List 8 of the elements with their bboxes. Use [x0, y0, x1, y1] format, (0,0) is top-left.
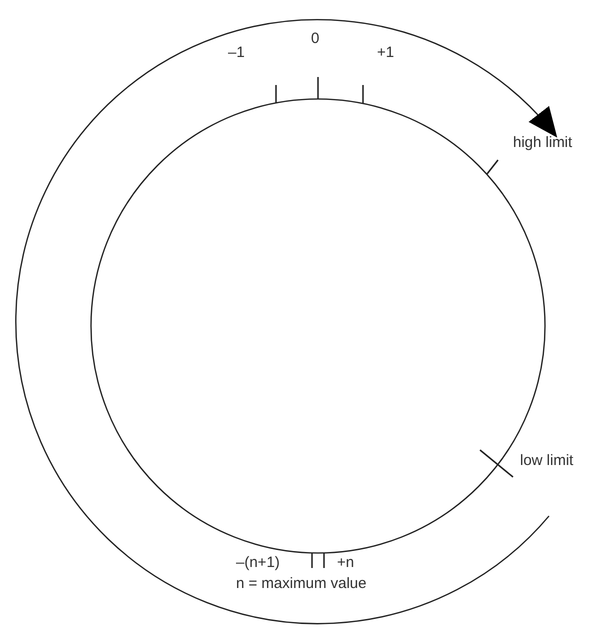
tick-label: –(n+1) [236, 554, 280, 572]
note-text: n = maximum value [236, 575, 366, 593]
tick-label: +n [337, 554, 354, 572]
limit-label: high limit [513, 134, 572, 152]
tick-label: +1 [377, 44, 394, 62]
tick-label: –1 [228, 44, 245, 62]
tick-label: 0 [311, 30, 320, 48]
limit-label: low limit [520, 452, 574, 470]
